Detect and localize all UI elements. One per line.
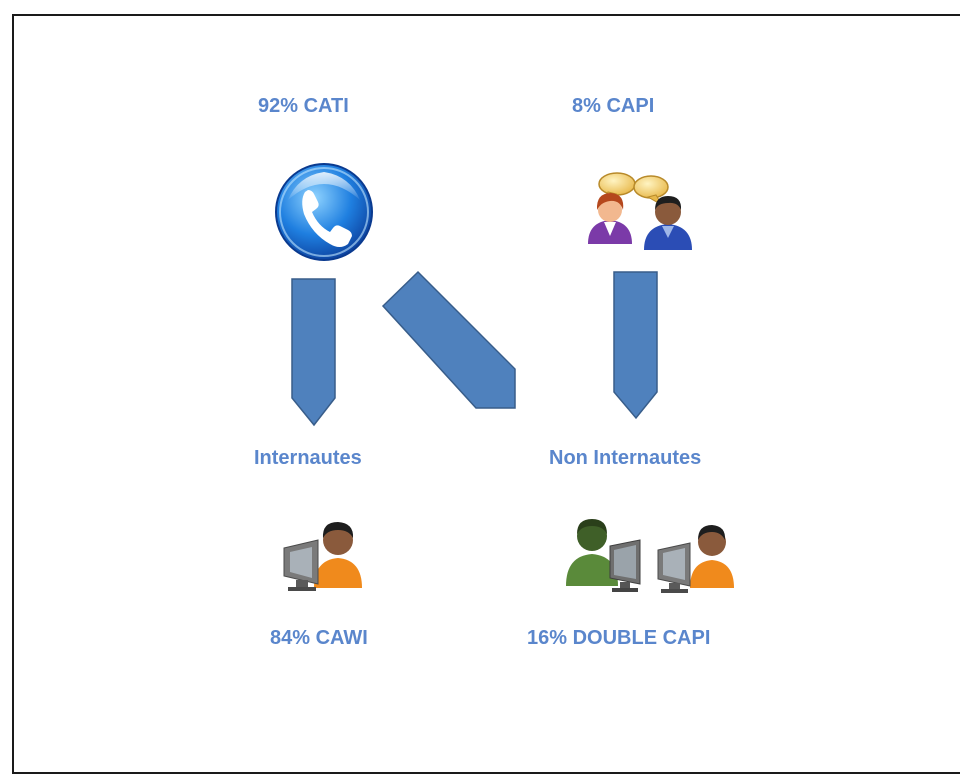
- capi-label: 8% CAPI: [572, 95, 655, 117]
- internautes-label: Internautes: [254, 447, 362, 469]
- arrow-cati-to-non-internautes: [381, 270, 516, 409]
- two-people-at-computers-icon: [566, 519, 734, 593]
- arrow-cati-to-internautes: [291, 278, 336, 427]
- two-people-talking-icon: [588, 172, 692, 250]
- cawi-label: 84% CAWI: [270, 627, 368, 649]
- person-at-computer-icon: [283, 522, 362, 591]
- double-capi-label: 16% DOUBLE CAPI: [527, 627, 711, 649]
- arrow-capi-to-non-internautes: [613, 271, 658, 420]
- phone-icon: [275, 163, 373, 261]
- non-internautes-label: Non Internautes: [549, 447, 702, 469]
- cati-label: 92% CATI: [258, 95, 349, 117]
- diagram-graphics: [275, 163, 734, 593]
